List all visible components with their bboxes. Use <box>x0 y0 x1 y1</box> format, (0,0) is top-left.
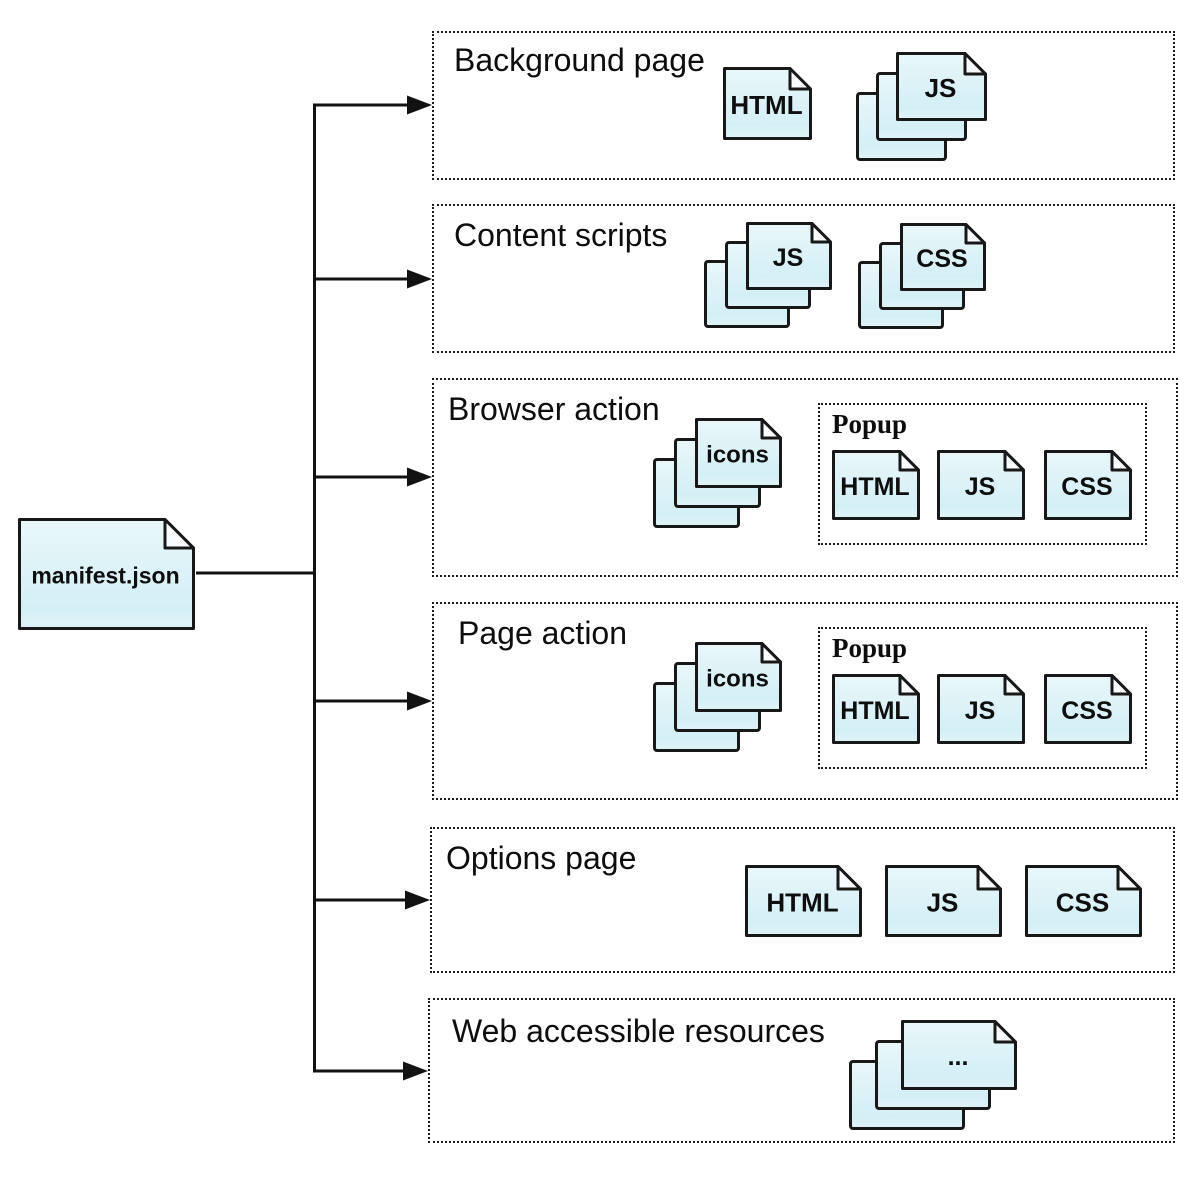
section-label-background-page: Background page <box>454 42 705 78</box>
svg-text:icons: icons <box>706 442 769 469</box>
file-stack-icon-misc: ... <box>849 1020 1017 1130</box>
svg-text:JS: JS <box>965 473 996 501</box>
arrowhead-background-page-icon <box>407 95 432 115</box>
section-browser-action: Browser action icons Popup HTML JS CSS <box>432 378 1178 577</box>
svg-text:manifest.json: manifest.json <box>31 562 179 588</box>
section-label-content-scripts: Content scripts <box>454 217 668 253</box>
file-icon-html: HTML <box>832 674 920 744</box>
section-label-web-accessible-resources: Web accessible resources <box>452 1013 825 1049</box>
section-content-scripts: Content scripts JS CSS <box>432 204 1175 353</box>
file-icon-js: JS <box>937 450 1025 520</box>
file-stack-icon-css: CSS <box>858 223 986 329</box>
manifest-json-node: manifest.json <box>18 518 195 630</box>
arrowhead-options-page-icon <box>405 890 430 910</box>
file-icon-html: HTML <box>723 67 812 140</box>
section-options-page: Options page HTML JS CSS <box>430 827 1175 973</box>
file-icon-css: CSS <box>1044 450 1132 520</box>
section-label-options-page: Options page <box>446 840 637 876</box>
svg-text:HTML: HTML <box>840 473 909 501</box>
svg-text:JS: JS <box>927 887 959 917</box>
file-icon-css: CSS <box>1025 865 1142 937</box>
svg-text:icons: icons <box>706 666 769 693</box>
file-icon-html: HTML <box>745 865 862 937</box>
file-icon-html: HTML <box>832 450 920 520</box>
file-stack-icon-js: JS <box>856 52 987 161</box>
file-stack-icon-icons: icons <box>653 418 782 528</box>
svg-text:CSS: CSS <box>1061 697 1112 725</box>
svg-text:CSS: CSS <box>1056 887 1109 917</box>
svg-text:CSS: CSS <box>1061 473 1112 501</box>
svg-text:HTML: HTML <box>766 887 838 917</box>
svg-text:JS: JS <box>773 244 804 272</box>
popup-box-page-action: Popup HTML JS CSS <box>818 627 1147 769</box>
section-label-browser-action: Browser action <box>448 391 660 427</box>
popup-label: Popup <box>832 633 908 663</box>
file-stack-icon-js: JS <box>704 222 832 328</box>
svg-text:JS: JS <box>965 697 996 725</box>
file-icon-js: JS <box>937 674 1025 744</box>
section-web-accessible-resources: Web accessible resources ... <box>428 998 1175 1143</box>
svg-text:JS: JS <box>925 73 957 103</box>
file-icon-js: JS <box>885 865 1002 937</box>
arrowhead-page-action-icon <box>407 691 432 711</box>
arrowhead-browser-action-icon <box>407 467 432 487</box>
section-page-action: Page action icons Popup HTML JS CSS <box>432 602 1178 800</box>
svg-text:CSS: CSS <box>916 245 967 273</box>
file-icon-css: CSS <box>1044 674 1132 744</box>
popup-box-browser-action: Popup HTML JS CSS <box>818 403 1147 545</box>
svg-text:...: ... <box>948 1043 969 1071</box>
section-label-page-action: Page action <box>458 615 628 651</box>
arrowhead-web-accessible-resources-icon <box>403 1061 428 1081</box>
section-background-page: Background page HTML JS <box>432 31 1175 180</box>
svg-text:HTML: HTML <box>730 90 802 120</box>
file-stack-icon-icons: icons <box>653 642 782 752</box>
arrowhead-content-scripts-icon <box>407 269 432 289</box>
svg-text:HTML: HTML <box>840 697 909 725</box>
popup-label: Popup <box>832 409 908 439</box>
